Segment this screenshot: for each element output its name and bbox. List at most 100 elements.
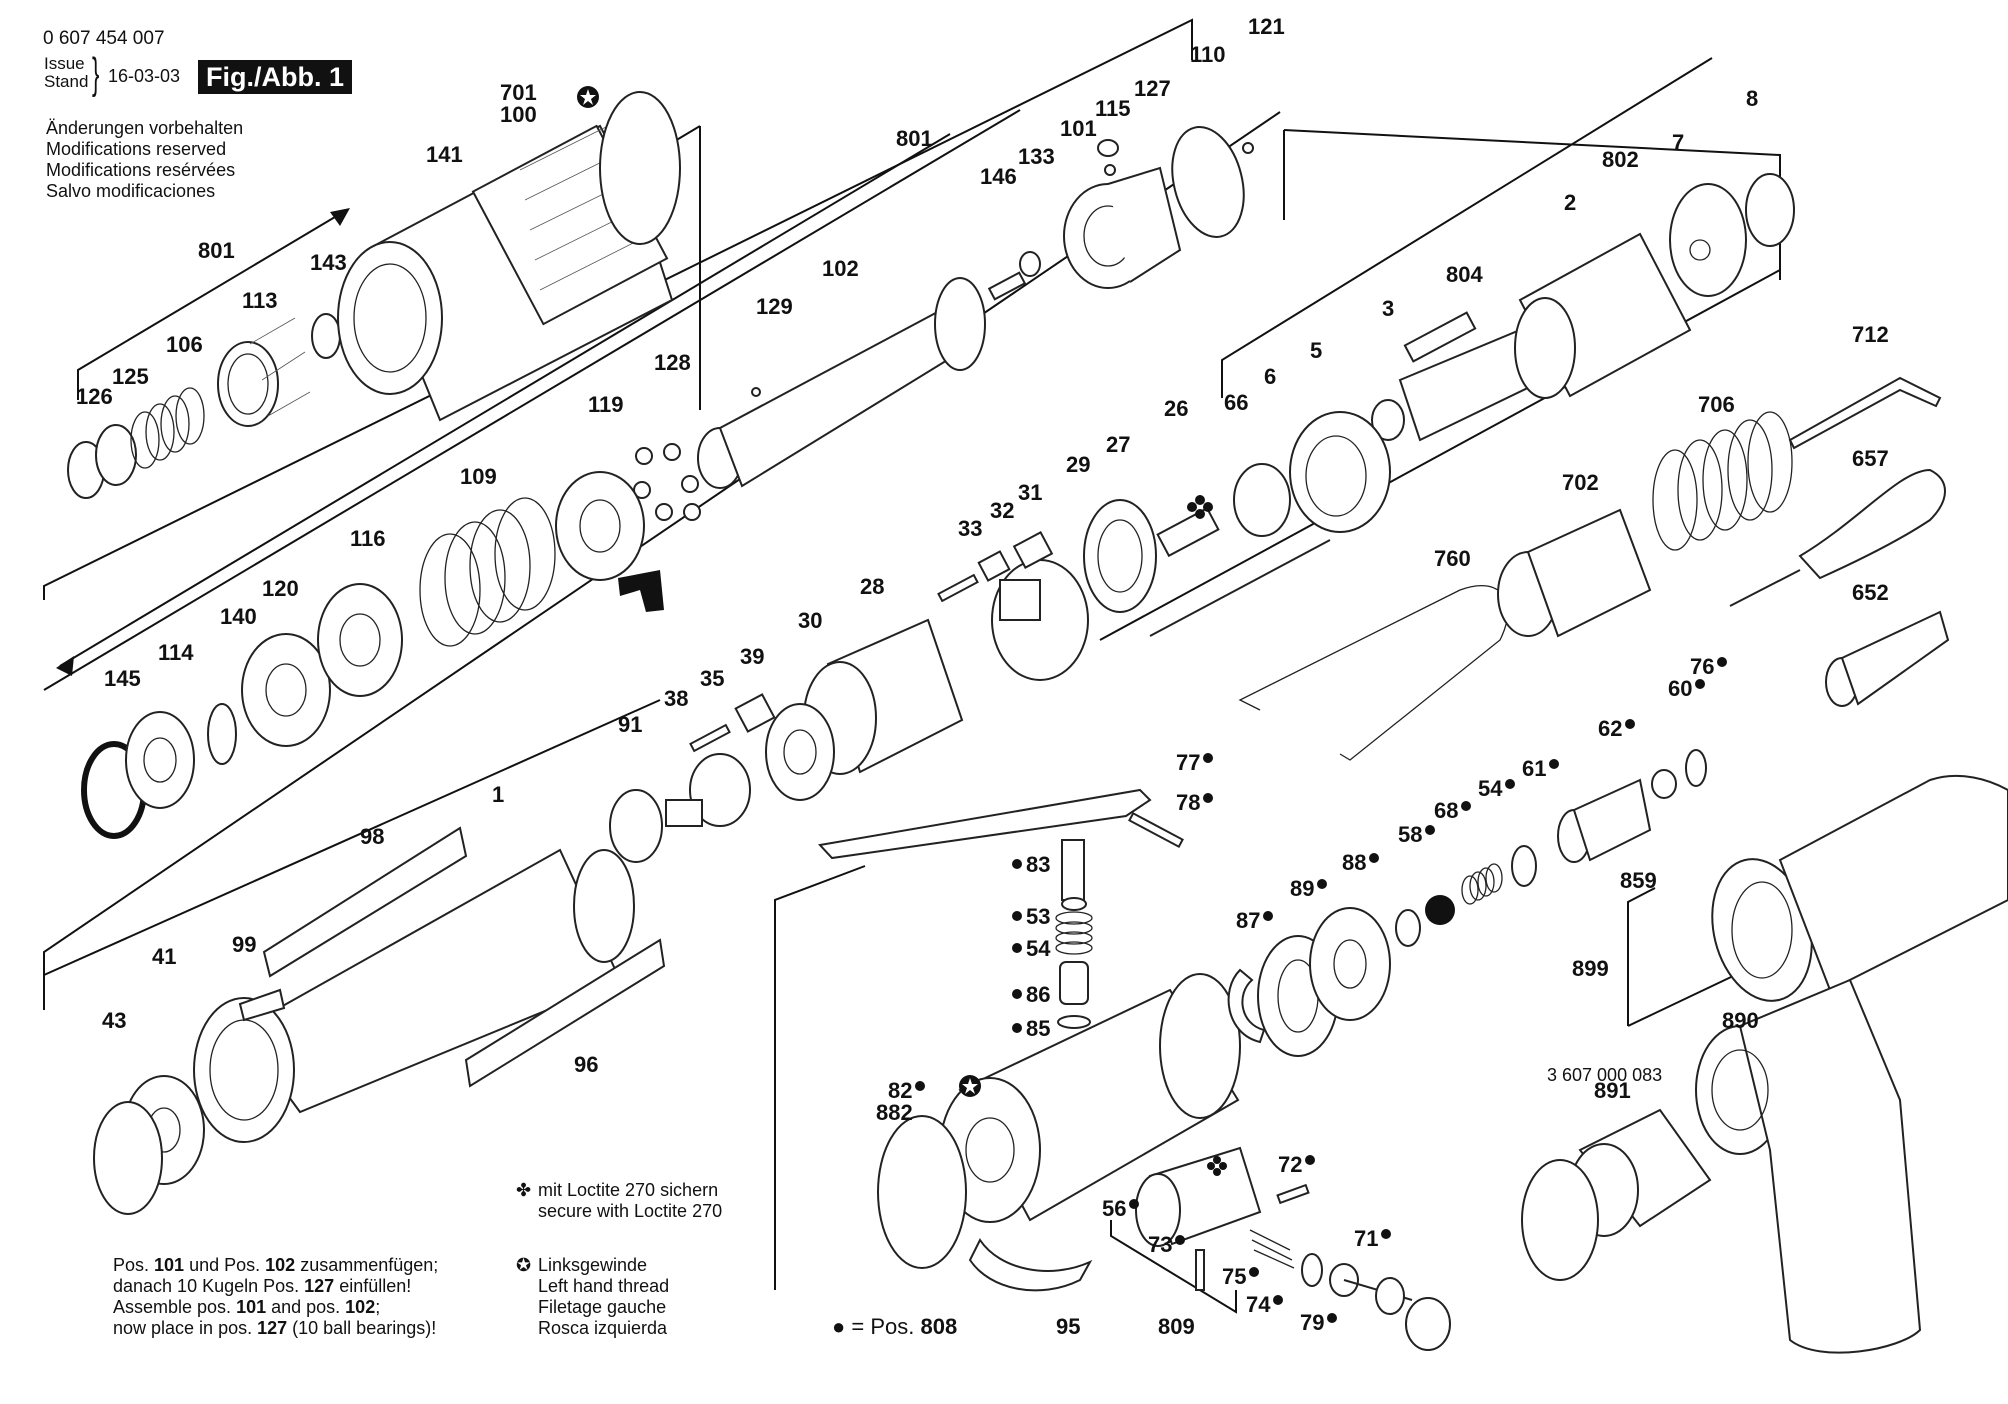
- star-circle-icon: [959, 1075, 981, 1097]
- part-label-126: 126: [76, 384, 113, 409]
- filled-dot-icon: [1505, 779, 1515, 789]
- part-label-712: 712: [1852, 322, 1889, 347]
- part-652-hose-nipple: [1825, 610, 1950, 707]
- part-83-valve-stem: [1061, 839, 1085, 901]
- part-33-pin: [937, 573, 979, 603]
- part-109-spring: [419, 497, 556, 647]
- part-label-101: 101: [1060, 116, 1097, 141]
- part-2-cylinder: [1514, 232, 1692, 399]
- filled-dot-icon: [1273, 1295, 1283, 1305]
- frame-line-11: [774, 865, 866, 1290]
- hex-key-symbol-icon: [618, 570, 664, 612]
- loctite-note: ✤mit Loctite 270 sichern secure with Loc…: [516, 1180, 722, 1222]
- part-label-78: 78: [1176, 790, 1200, 815]
- part-label-60: 60: [1668, 676, 1692, 701]
- clover-icon: [1207, 1156, 1227, 1176]
- filled-dot-icon: [1695, 679, 1705, 689]
- part-102-spindle: [697, 277, 986, 489]
- lh-thread-de: Linksgewinde: [538, 1255, 648, 1275]
- part-label-890: 890: [1722, 1008, 1759, 1033]
- part-label-26: 26: [1164, 396, 1188, 421]
- filled-dot-icon: [1327, 1313, 1337, 1323]
- part-labels: 7011001411438011131061251261211101271151…: [76, 14, 1889, 1339]
- part-label-115: 115: [1095, 96, 1131, 121]
- part-label-114: 114: [158, 640, 194, 665]
- part-label-8: 8: [1746, 86, 1758, 111]
- filled-dot-icon: [1305, 1155, 1315, 1165]
- part-706-spring: [1652, 411, 1793, 551]
- part-label-6: 6: [1264, 364, 1276, 389]
- loctite-note-de: mit Loctite 270 sichern: [538, 1180, 719, 1200]
- part-115-plug: [1097, 139, 1119, 157]
- sub-assembly-code: 3 607 000 083: [1547, 1065, 1663, 1085]
- filled-dot-icon: [1381, 1229, 1391, 1239]
- part-label-85: 85: [1026, 1016, 1050, 1041]
- part-label-74: 74: [1246, 1292, 1271, 1317]
- part-39-gear: [734, 693, 776, 733]
- left-hand-thread-note: ✪Linksgewinde Left hand thread Filetage …: [516, 1255, 669, 1339]
- part-label-140: 140: [220, 604, 257, 629]
- part-54-spring-valve: [1461, 863, 1503, 905]
- part-106-spring: [130, 387, 205, 469]
- part-label-121: 121: [1248, 14, 1285, 39]
- part-label-89: 89: [1290, 876, 1314, 901]
- lh-thread-fr: Filetage gauche: [538, 1297, 667, 1317]
- part-label-35: 35: [700, 666, 724, 691]
- bracket-801-upper: [77, 213, 341, 400]
- position-prefix: = Pos.: [851, 1314, 915, 1339]
- part-label-127: 127: [1134, 76, 1171, 101]
- part-label-27: 27: [1106, 432, 1130, 457]
- part-712-hex-key: [1788, 376, 1942, 450]
- filled-dot-icon: [1317, 879, 1327, 889]
- part-label-119: 119: [588, 392, 624, 417]
- part-label-109: 109: [460, 464, 497, 489]
- part-label-43: 43: [102, 1008, 126, 1033]
- filled-dot-icon: ●: [832, 1314, 846, 1339]
- part-label-83: 83: [1026, 852, 1050, 877]
- part-99-strip: [238, 988, 286, 1022]
- part-27-washer: [1083, 499, 1157, 613]
- filled-dot-icon: [1369, 853, 1379, 863]
- part-129-ball: [751, 387, 761, 397]
- filled-dot-icon: [1425, 825, 1435, 835]
- part-60-screen: [1651, 769, 1677, 799]
- part-7-end-plate: [1669, 183, 1747, 297]
- filled-dot-icon: [1012, 989, 1022, 999]
- part-8-bearing: [1745, 173, 1795, 247]
- part-label-68: 68: [1434, 798, 1458, 823]
- part-label-113: 113: [242, 288, 278, 313]
- part-label-41: 41: [152, 944, 176, 969]
- part-label-706: 706: [1698, 392, 1735, 417]
- part-62-air-inlet: [1557, 778, 1652, 863]
- loctite-note-en: secure with Loctite 270: [538, 1201, 723, 1221]
- modifications-es: Salvo modificaciones: [46, 181, 216, 201]
- part-label-53: 53: [1026, 904, 1050, 929]
- part-77-lever: [818, 788, 1152, 860]
- filled-dot-icon: [1203, 753, 1213, 763]
- part-label-77: 77: [1176, 750, 1200, 775]
- part-73-reverse-valve: [1135, 1146, 1262, 1247]
- part-78-pin: [1128, 811, 1184, 849]
- part-804-vane: [1403, 311, 1477, 363]
- part-88-bushing: [1309, 907, 1391, 1021]
- filled-dot-icon: [1012, 943, 1022, 953]
- part-657-screwdriver: [1729, 468, 1946, 607]
- part-95-seal: [968, 1238, 1093, 1292]
- part-label-91: 91: [618, 712, 642, 737]
- part-31-gear: [1012, 531, 1054, 569]
- part-96-strip: [464, 938, 666, 1088]
- figure-label: Fig./Abb. 1: [198, 60, 352, 94]
- assembly-note: Pos. 101 und Pos. 102 zusammenfügen; dan…: [113, 1255, 438, 1339]
- part-76-o-ring: [1685, 749, 1707, 787]
- part-label-899: 899: [1572, 956, 1609, 981]
- parts: [67, 86, 2008, 1354]
- part-61-o-ring: [1511, 845, 1537, 887]
- part-114-bushing: [125, 711, 195, 809]
- assembly-note-line-1: Pos. 101 und Pos. 102 zusammenfügen;: [113, 1255, 439, 1275]
- part-32-gear: [977, 550, 1011, 582]
- filled-dot-icon: [1717, 657, 1727, 667]
- issue-date: 16-03-03: [108, 66, 181, 86]
- part-label-54b: 54: [1478, 776, 1503, 801]
- issue-labels: Issue Stand: [44, 55, 88, 91]
